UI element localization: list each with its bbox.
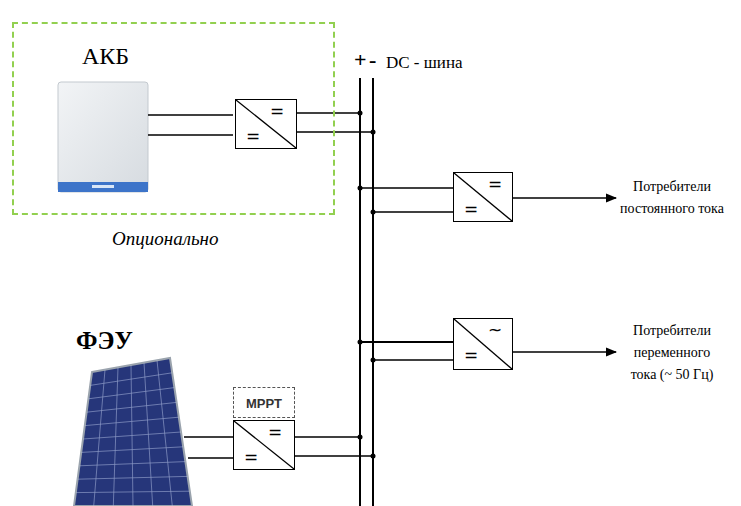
diagonal-line bbox=[454, 173, 512, 221]
text-holder: = bbox=[464, 346, 478, 365]
optional-group: ==АКБОпционально bbox=[12, 22, 335, 215]
converter-diagonal bbox=[454, 319, 512, 369]
output-symbol: = bbox=[488, 174, 502, 194]
output-symbol: = bbox=[268, 422, 282, 442]
input-symbol: = bbox=[244, 447, 258, 467]
dc-dc-converter: == bbox=[233, 420, 295, 470]
mppt-label: MPPT bbox=[246, 396, 282, 411]
text-holder: = bbox=[268, 423, 282, 442]
optional-note: Опционально bbox=[112, 228, 219, 249]
minus-sign: - bbox=[369, 48, 376, 72]
pv-label: ФЭУ bbox=[76, 327, 133, 355]
battery-image bbox=[58, 82, 148, 192]
plus-sign: + bbox=[354, 48, 367, 72]
dc-dc-converter: == bbox=[235, 99, 297, 149]
solar-panel-image bbox=[74, 358, 192, 506]
text-holder: Опционально bbox=[112, 227, 219, 251]
consumer-label: Потребители постоянного тока bbox=[620, 176, 724, 220]
diagonal-line bbox=[234, 421, 294, 469]
text-holder: = bbox=[488, 175, 502, 194]
input-symbol: = bbox=[246, 126, 260, 146]
text-holder: = bbox=[464, 200, 478, 219]
text-holder: ~ bbox=[488, 321, 502, 340]
text-holder: = bbox=[244, 448, 258, 467]
diagonal-line bbox=[454, 319, 512, 369]
text-holder: = bbox=[270, 102, 284, 121]
dc-dc-converter: == bbox=[453, 172, 513, 222]
junction-dots bbox=[358, 111, 376, 459]
text-holder: = bbox=[246, 127, 260, 146]
converter-diagonal bbox=[454, 173, 512, 221]
converter-diagonal bbox=[236, 100, 296, 148]
consumer-label: Потребители переменного тока (~ 50 Гц) bbox=[620, 320, 724, 386]
bus-label: DC - шина bbox=[386, 52, 463, 74]
wires bbox=[148, 113, 616, 458]
battery-title: АКБ bbox=[82, 43, 129, 69]
dc-bus bbox=[360, 78, 373, 506]
diagonal-line bbox=[236, 100, 296, 148]
input-symbol: = bbox=[464, 345, 478, 365]
mppt-box: MPPT bbox=[233, 387, 295, 418]
output-symbol: ~ bbox=[488, 320, 502, 340]
dc-ac-inverter: ~= bbox=[453, 318, 513, 370]
text-holder: АКБ bbox=[82, 42, 129, 70]
converter-diagonal bbox=[234, 421, 294, 469]
text-holder: MPPT bbox=[246, 394, 282, 412]
input-symbol: = bbox=[464, 199, 478, 219]
output-symbol: = bbox=[270, 101, 284, 121]
